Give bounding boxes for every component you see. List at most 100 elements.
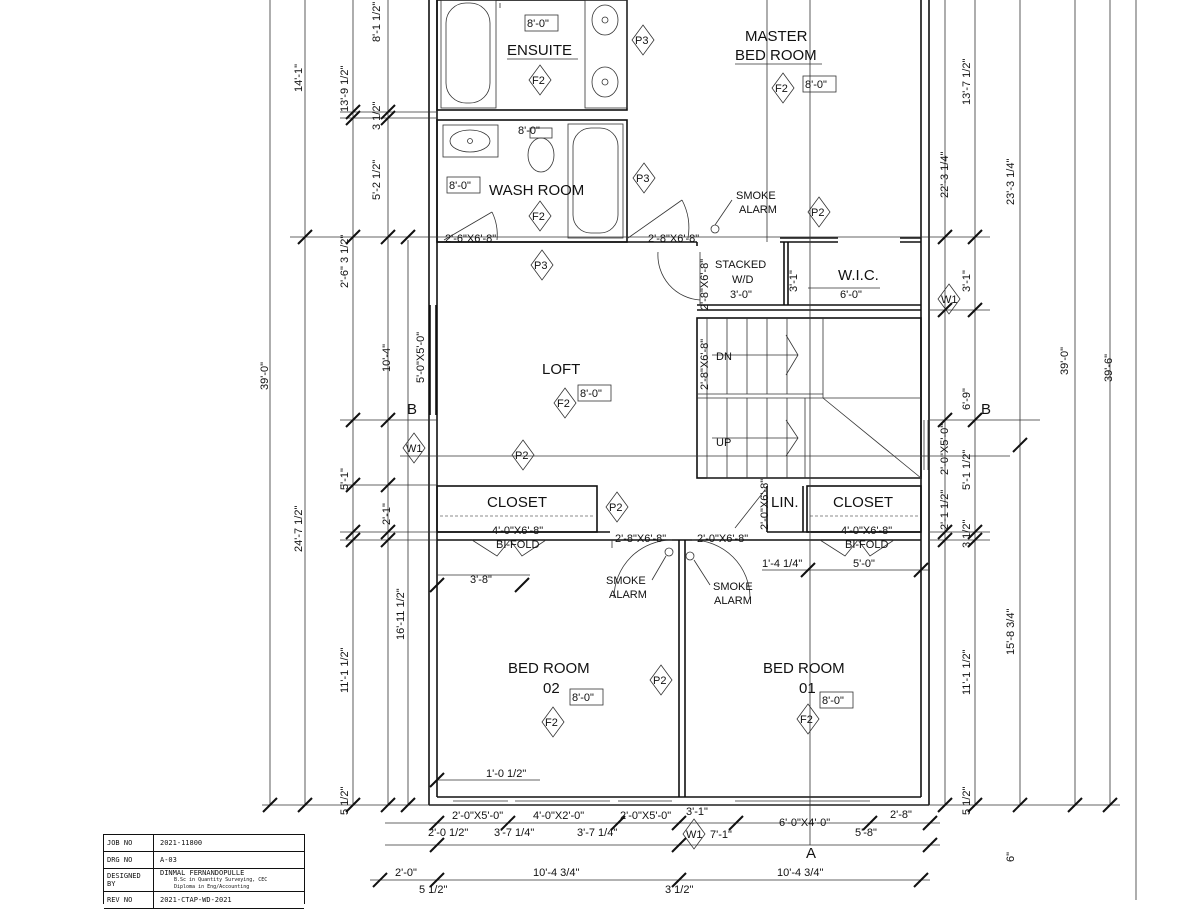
stacked-label-2: W/D [732,274,753,286]
svg-text:8'-0": 8'-0" [805,79,827,91]
dimension-tick [922,837,938,853]
tag-f2-14: F2 [796,703,820,735]
svg-text:W1: W1 [686,829,703,841]
dimension-tick [967,532,983,548]
svg-text:P2: P2 [653,675,666,687]
svg-text:F2: F2 [532,75,545,87]
tag-p2-9: P2 [511,439,535,471]
dim-13-9-half: 13'-9 1/2" [339,66,351,112]
dimension-tick [913,562,929,578]
ceiling-height-box-3: 8'-0" [577,384,612,402]
job-no-value: 2021-11800 [160,839,203,847]
tag-w1-10: W1 [937,283,961,315]
designed-value-block: DINMAL FERNANDOPULLE B.Sc in Quantity Su… [154,868,267,891]
dim-16-11-half: 16'-11 1/2" [395,588,407,640]
svg-text:F2: F2 [557,398,570,410]
dim-6-9: 6'-9" [961,388,973,410]
dim-10-4-3qtr-a: 10'-4 3/4" [533,867,579,879]
tag-p3-6: P3 [530,249,554,281]
stacked-label-1: STACKED [715,259,766,271]
dimension-tick [380,524,396,540]
designed-by: DINMAL FERNANDOPULLE [160,868,245,877]
svg-text:W1: W1 [941,294,958,306]
dim-5-1-half: 5'-1 1/2" [961,450,973,490]
smoke-alarm-3b: ALARM [714,595,752,607]
dimension-tick [345,797,361,813]
dimension-tick [380,110,396,126]
dimension-tick [429,815,445,831]
dimension-tick [937,229,953,245]
dimension-ticks [262,104,1118,888]
dim-7-1: 7'-1" [710,829,732,841]
dim-24-7-half: 24'-7 1/2" [293,506,305,552]
dim-door-wash: 2'-6"X6'-8" [445,233,496,245]
dimension-tick [345,524,361,540]
designed-sub-2: Diploma in Eng/Accounting [174,883,250,890]
svg-text:P2: P2 [515,450,528,462]
bed02-label-1: BED ROOM [508,660,590,677]
dim-14-1: 14'-1" [293,64,305,92]
dim-5-0: 5'-0" [853,558,875,570]
tag-w1-8: W1 [402,432,426,464]
dimension-tick [400,797,416,813]
svg-text:F2: F2 [775,83,788,95]
section-a-marker: A [806,845,816,862]
dimension-lines [262,0,1120,888]
win-2x5-a: 2'-0"X5'-0" [452,810,503,822]
tag-f2-2: F2 [771,72,795,104]
dimension-tick [429,577,445,593]
dim-13-7-half: 13'-7 1/2" [961,59,973,105]
dimension-tick [967,412,983,428]
dimension-tick [380,412,396,428]
tag-f2-7: F2 [553,387,577,419]
dimension-tick [380,797,396,813]
dimension-texts: 14'-1" 8'-1 1/2" 13'-9 1/2" 3 1/2" 5'-2 … [259,2,1115,896]
win-2x5-b: 2'-0"X5'-0" [620,810,671,822]
dimension-tick [345,104,361,120]
lin-label: LIN. [771,494,799,511]
closet-right-label: CLOSET [833,494,893,511]
rev-label: REV NO [104,892,154,908]
stacked-label-3: 3'-0" [730,289,752,301]
ensuite-room [436,0,628,111]
drg-no-label: DRG NO [104,852,154,868]
tag-f2-0: F2 [528,64,552,96]
svg-text:F2: F2 [532,211,545,223]
dim-3-7-qtr-b: 3'-7 1/4" [577,827,617,839]
dimension-tick [937,412,953,428]
dim-6-0: 6'-0" [840,289,862,301]
dimension-tick [514,577,530,593]
tag-p2-5: P2 [807,196,831,228]
dim-5-8: 5'-8" [855,827,877,839]
dim-39-0-right: 39'-0" [1059,347,1071,375]
bed01-label-1: BED ROOM [763,660,845,677]
svg-text:8'-0": 8'-0" [822,695,844,707]
rev-row: REV NO 2021-CTAP-WD-2021 [104,891,304,909]
dim-22-3-qtr: 22'-3 1/4" [939,152,951,198]
dimension-tick [1067,797,1083,813]
dim-3-half: 3 1/2" [371,102,383,130]
dim-39-6: 39'-6" [1103,354,1115,382]
stair-dn-label: DN [716,351,732,363]
dimension-tick [922,815,938,831]
dim-3-1-bottom: 3'-1" [686,806,708,818]
svg-text:F2: F2 [800,714,813,726]
smoke-alarm-3a: SMOKE [713,581,753,593]
dim-2-1: 2'-1" [381,503,393,525]
svg-text:P2: P2 [609,502,622,514]
title-block: JOB NO 2021-11800 DRG NO A-03 DESIGNED B… [103,834,305,909]
dim-2-6-3-half: 2'-6" 3 1/2" [339,235,351,288]
svg-text:F2: F2 [545,717,558,729]
dim-door-wd: 2'-8"X6'-8" [699,259,711,310]
dim-5-half-left: 5 1/2" [339,787,351,815]
bifold-right-2: BI-FOLD [845,539,888,551]
dimension-tick [937,532,953,548]
dimension-tick [1102,797,1118,813]
svg-text:P2: P2 [811,207,824,219]
master-bed-label-1: MASTER [745,28,808,45]
svg-text:8'-0": 8'-0" [580,388,602,400]
dimension-tick [345,229,361,245]
dim-2-0-half: 2'-0 1/2" [428,827,468,839]
dim-10-4-3qtr-b: 10'-4 3/4" [777,867,823,879]
stair-up-label: UP [716,437,731,449]
